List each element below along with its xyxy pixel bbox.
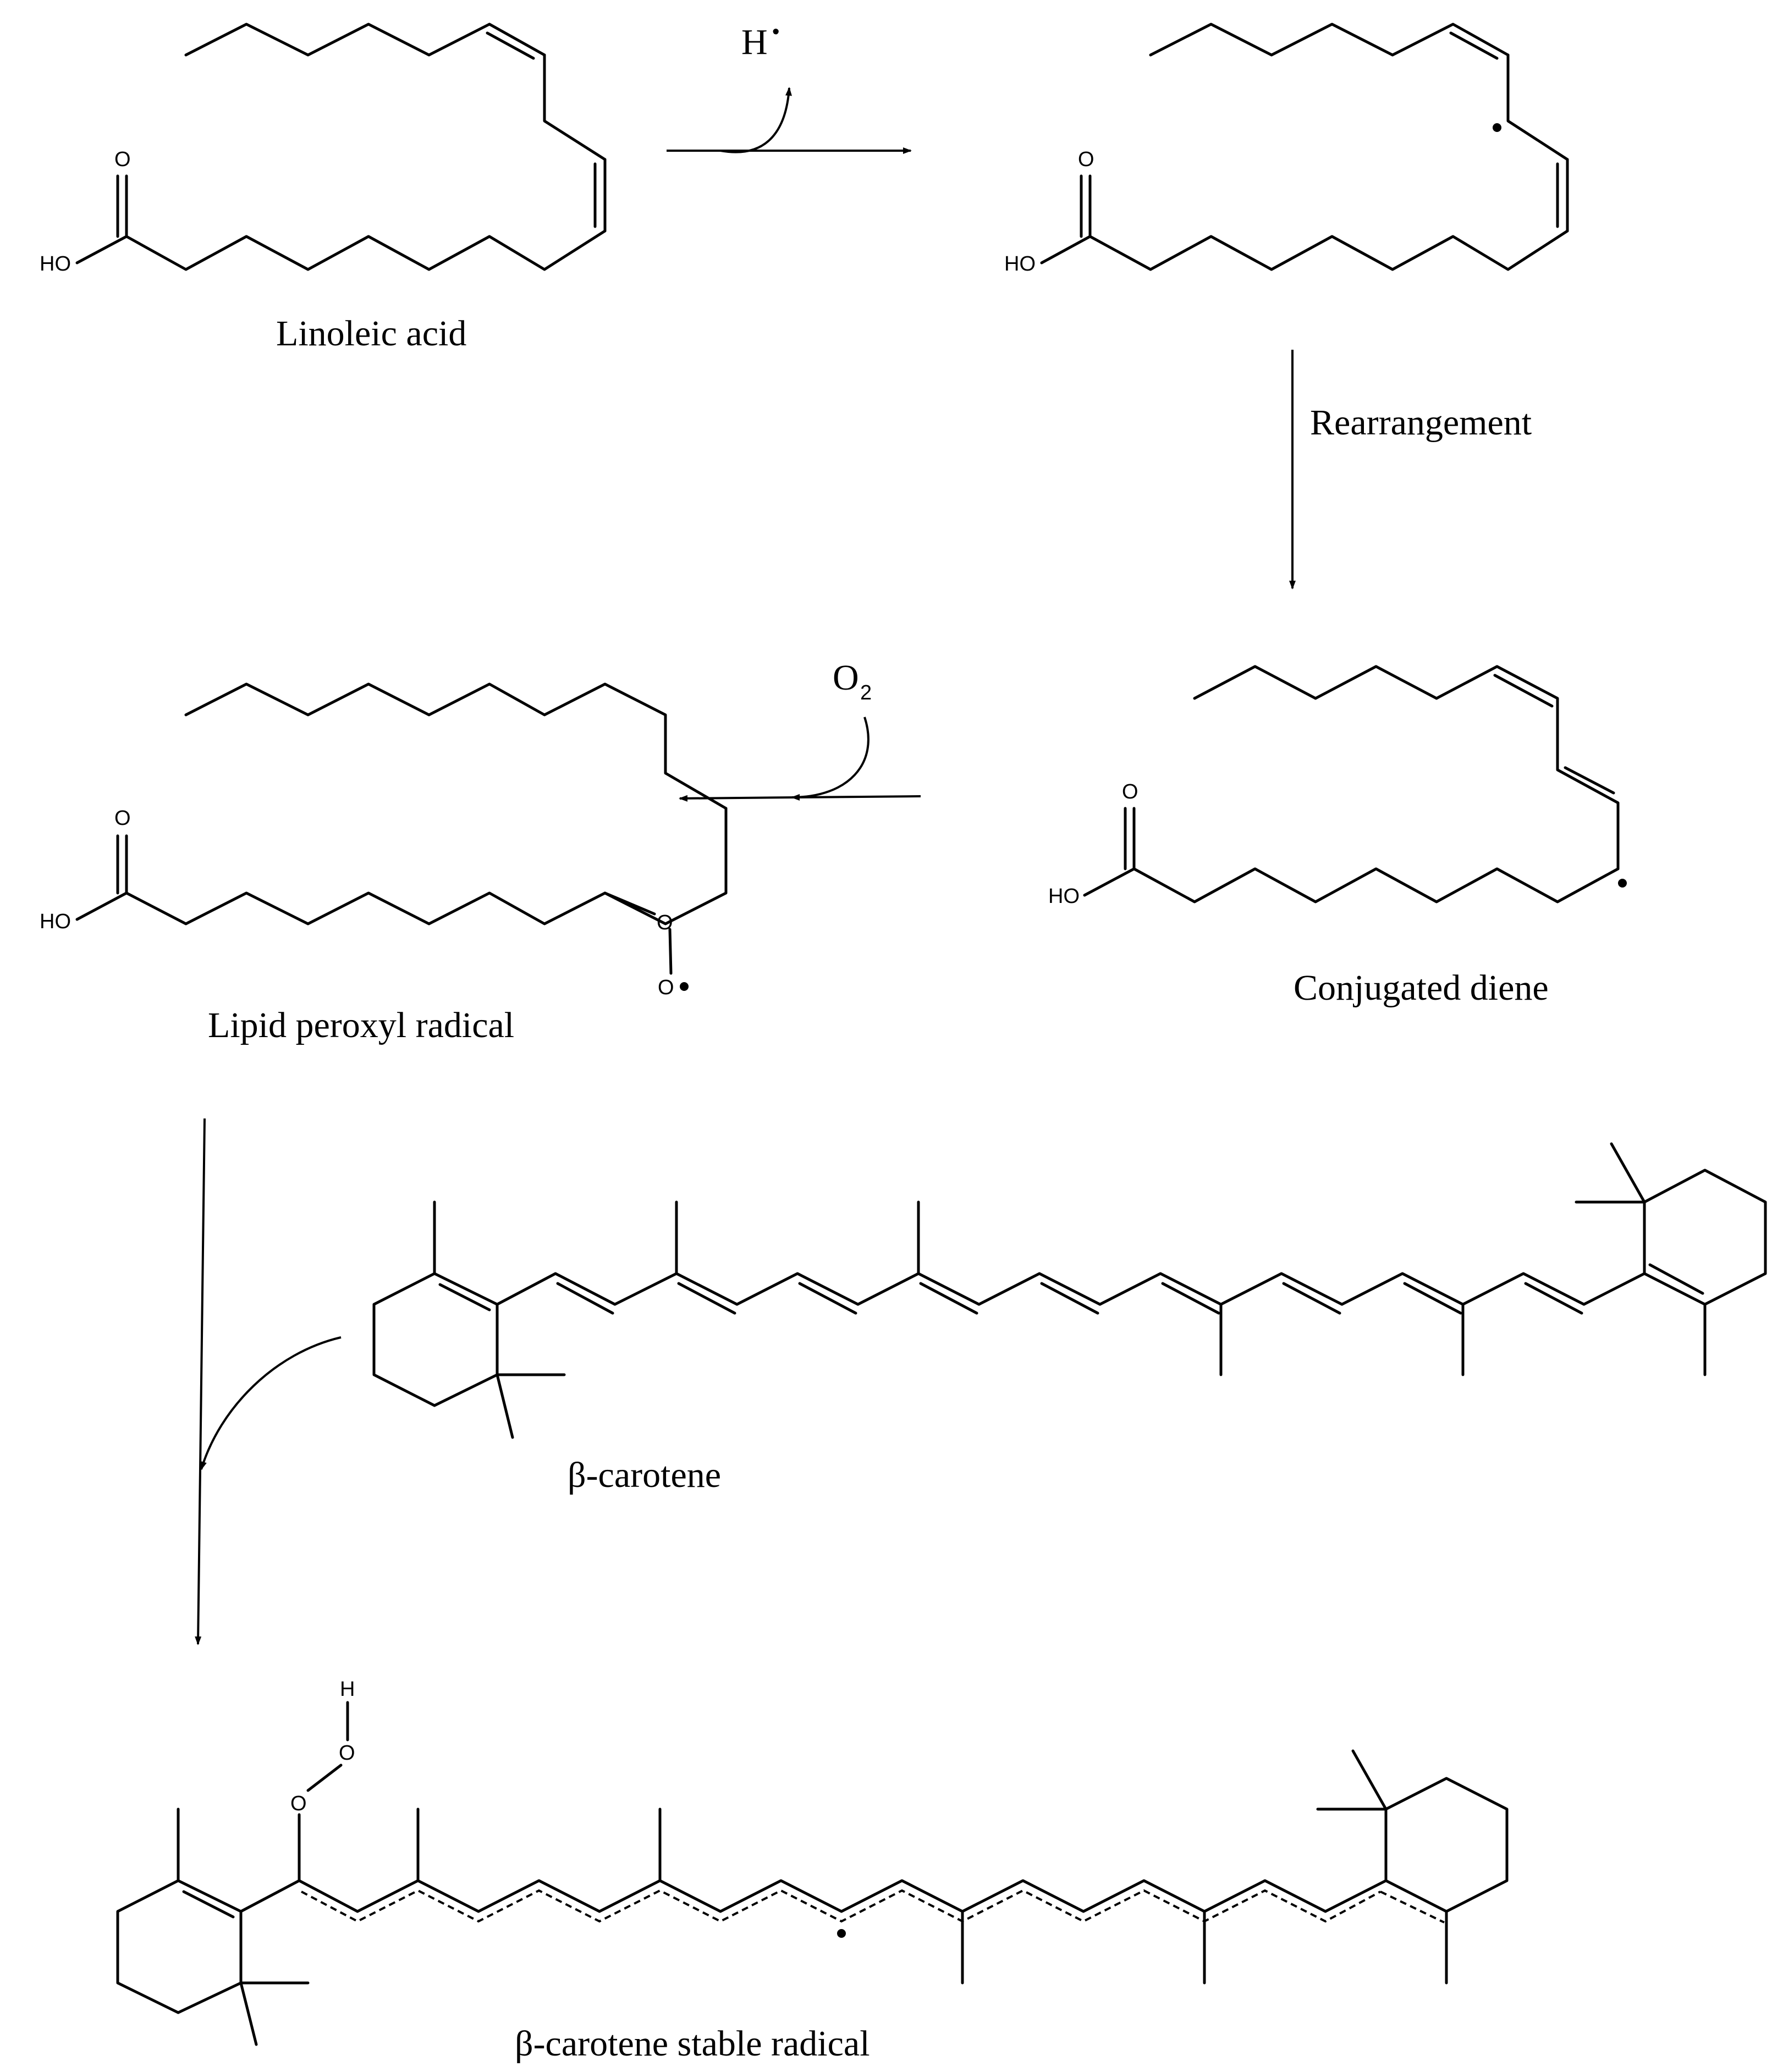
peroxyl-oxygen-atom: O (114, 807, 131, 830)
h-radical-dot: • (772, 20, 779, 43)
oxygen-addition-arrow: O 2 (679, 658, 921, 802)
lipid-peroxyl-radical-structure: O HO O O (40, 682, 728, 999)
pentadienyl-oxygen-atom: O (1078, 148, 1094, 171)
peroxyl-hydroxyl-atom: HO (40, 910, 71, 933)
conjugated-diene-label: Conjugated diene (1294, 968, 1549, 1008)
beta-carotene-label: β-carotene (568, 1455, 721, 1495)
diene-oxygen-atom: O (1122, 780, 1138, 803)
beta-carotene-radical-structure: H O O (116, 1678, 1509, 2046)
pentadienyl-radical-structure: O HO (1004, 23, 1569, 275)
h-abstraction-arrow: H • (667, 20, 912, 154)
beta-carotene-structure (372, 1142, 1767, 1439)
radical-dot-icon (680, 982, 689, 991)
conjugated-diene-structure: O HO (1048, 665, 1627, 908)
rearrangement-label: Rearrangement (1310, 403, 1532, 443)
radical-dot-icon (1493, 123, 1501, 132)
radical-transfer-arrows (195, 1118, 342, 1645)
o2-symbol: O (833, 658, 859, 698)
linoleic-acid-structure: O HO (40, 23, 607, 275)
radical-hydrogen-atom: H (340, 1678, 355, 1701)
peroxy-oxygen-2: O (658, 976, 674, 999)
radical-oxygen-1: O (339, 1742, 355, 1765)
o2-subscript: 2 (860, 681, 872, 704)
radical-dot-icon (837, 1929, 846, 1938)
beta-carotene-radical-label: β-carotene stable radical (515, 2024, 870, 2064)
peroxy-oxygen-1: O (657, 911, 673, 934)
diene-hydroxyl-atom: HO (1048, 885, 1080, 908)
lipid-peroxyl-radical-label: Lipid peroxyl radical (208, 1005, 514, 1045)
radical-dot-icon (1618, 879, 1627, 888)
linoleic-hydroxyl-atom: HO (40, 252, 71, 275)
radical-oxygen-2: O (290, 1792, 307, 1815)
pentadienyl-hydroxyl-atom: HO (1004, 252, 1036, 275)
linoleic-acid-label: Linoleic acid (276, 313, 466, 354)
h-radical-symbol: H (741, 22, 768, 62)
linoleic-oxygen-atom: O (114, 148, 131, 171)
